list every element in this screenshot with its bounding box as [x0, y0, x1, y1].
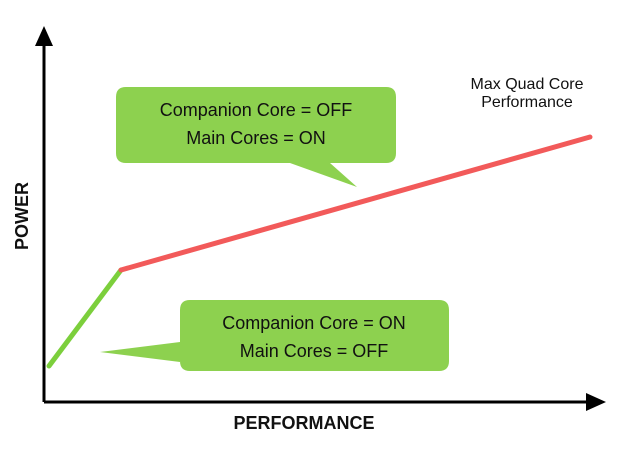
callout-top-line2: Main Cores = ON: [186, 128, 326, 148]
max-performance-label-line1: Max Quad Core: [471, 76, 584, 93]
y-axis-title: POWER: [12, 182, 32, 250]
callout-bottom-bubble: [100, 300, 449, 371]
callout-bottom-line1: Companion Core = ON: [222, 313, 406, 333]
y-axis-arrowhead: [35, 26, 53, 46]
callout-bottom-line2: Main Cores = OFF: [240, 341, 389, 361]
x-axis-title: PERFORMANCE: [233, 413, 374, 433]
x-axis-arrowhead: [586, 393, 606, 411]
callout-top-line1: Companion Core = OFF: [160, 100, 353, 120]
callout-top-bubble: [116, 87, 396, 187]
main-cores-segment: [118, 134, 593, 273]
companion-core-segment: [46, 267, 124, 369]
max-performance-label-line2: Performance: [481, 94, 573, 111]
